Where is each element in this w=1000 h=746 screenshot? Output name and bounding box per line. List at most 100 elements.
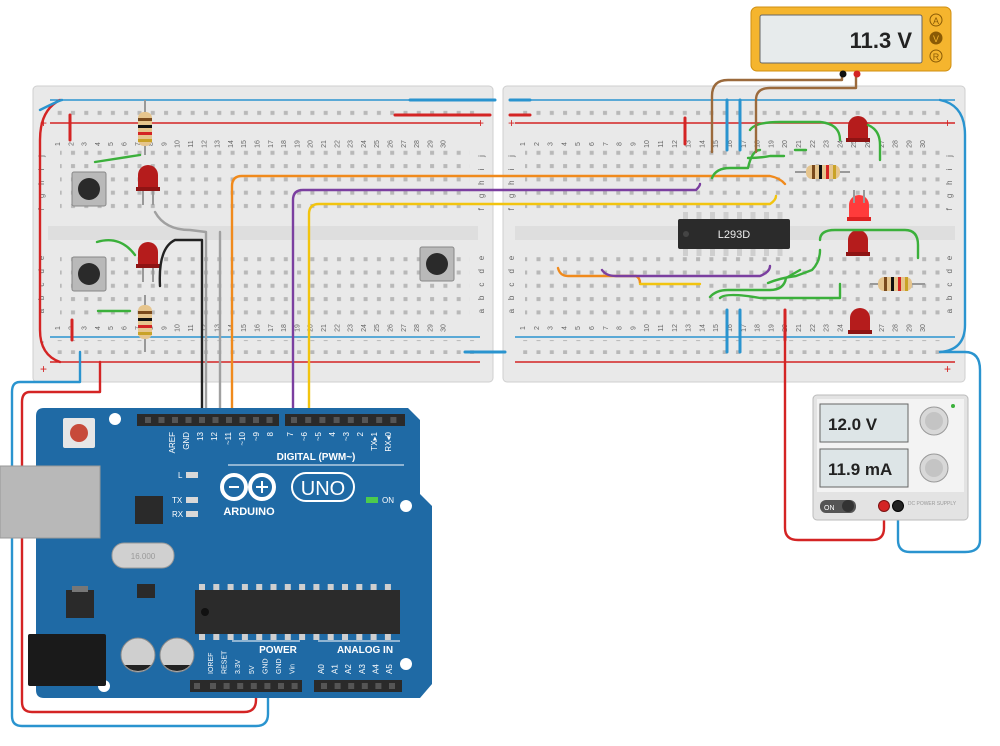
row-letter: h (945, 180, 954, 184)
led-red[interactable] (846, 116, 870, 142)
column-number: 27 (401, 140, 408, 148)
header-hole (362, 417, 368, 423)
header-hole (319, 417, 326, 423)
led-red[interactable] (136, 242, 160, 282)
chip-pin (270, 634, 277, 640)
chip-pin (370, 584, 377, 590)
column-number: 6 (122, 142, 129, 146)
header-hole (334, 683, 341, 689)
motor-driver-ic[interactable]: L293D (678, 212, 790, 256)
led-red-lit[interactable] (847, 190, 871, 221)
digital-pin-label: 4 (328, 431, 337, 436)
mode-r-button[interactable]: R (929, 49, 943, 63)
resistor[interactable] (795, 165, 850, 179)
header-hole (264, 683, 271, 689)
analog-pin-label: A0 (317, 664, 326, 674)
probe-terminal-red[interactable] (853, 70, 861, 78)
row-letter: d (507, 269, 516, 273)
row-letter: a (507, 308, 516, 313)
analog-pin-label: A3 (358, 664, 367, 674)
column-number: 30 (441, 140, 448, 148)
pushbutton[interactable] (71, 171, 107, 207)
column-number: 15 (713, 324, 720, 332)
resistor[interactable] (138, 100, 152, 155)
header-hole (253, 417, 259, 423)
column-number: 28 (893, 324, 900, 332)
chip-pin (227, 634, 234, 640)
arduino-uno[interactable]: 16.000 L TX RX ON ARDUINO UNO (0, 408, 432, 698)
analog-header[interactable] (314, 680, 402, 692)
power-header[interactable] (190, 680, 302, 692)
column-number: 15 (241, 324, 248, 332)
crystal (111, 542, 175, 569)
digital-pin-label: 7 (286, 431, 295, 436)
led-red[interactable] (136, 165, 160, 205)
power-pin-label: 5V (249, 665, 256, 674)
column-number: 21 (796, 140, 803, 148)
wires[interactable] (10, 70, 982, 728)
mode-a-button[interactable]: A (929, 13, 943, 27)
column-number: 8 (148, 142, 155, 146)
probe-terminal-black[interactable] (839, 70, 847, 78)
analog-pin-label: A1 (331, 664, 340, 674)
led-red[interactable] (848, 308, 872, 334)
power-pin-label: Vin (290, 664, 297, 674)
digital-header-b[interactable] (285, 414, 405, 426)
column-number: 28 (414, 324, 421, 332)
chip-pin (227, 584, 234, 590)
mode-v-button[interactable]: V (929, 31, 943, 45)
header-hole (199, 417, 205, 423)
resistor[interactable] (870, 277, 925, 291)
column-number: 3 (82, 142, 89, 146)
header-hole (226, 417, 232, 423)
column-number: 15 (713, 140, 720, 148)
column-number: 6 (122, 326, 129, 330)
row-letter: g (37, 194, 46, 198)
pushbutton[interactable] (71, 256, 107, 292)
column-number: 11 (658, 324, 665, 331)
rail-plus-label: + (40, 116, 47, 130)
power-supply[interactable]: 12.0 V 11.9 mA ON DC POWER SUPPLY (812, 394, 969, 521)
header-hole (376, 417, 383, 423)
column-number: 4 (95, 326, 102, 330)
led-red[interactable] (846, 230, 870, 256)
digital-pin-label: AREF (168, 432, 177, 453)
column-number: 29 (906, 140, 913, 148)
row-letter: a (945, 308, 954, 313)
column-number: 9 (630, 142, 637, 146)
voltage-knob[interactable] (919, 406, 949, 436)
header-hole (321, 683, 327, 689)
chip-pin (199, 634, 205, 640)
capacitor (159, 637, 195, 673)
column-number: 14 (699, 324, 706, 332)
reset-button[interactable] (63, 418, 95, 448)
current-knob[interactable] (919, 453, 949, 483)
supply-terminal-positive[interactable] (878, 500, 890, 512)
power-pin-label: 3.3V (235, 659, 242, 674)
column-number: 30 (920, 140, 927, 148)
column-number: 22 (810, 140, 817, 148)
column-number: 18 (281, 324, 288, 332)
supply-terminal-negative[interactable] (892, 500, 904, 512)
power-switch[interactable]: ON (820, 500, 856, 513)
ic-pin (710, 249, 715, 256)
multimeter-display: 11.3 V (850, 28, 913, 53)
rail-plus-label: + (944, 362, 951, 376)
column-number: 1 (55, 326, 62, 330)
row-letter: c (945, 283, 954, 287)
multimeter[interactable]: 11.3 V A V R (750, 6, 952, 78)
ic-pin (750, 212, 756, 219)
column-number: 29 (427, 140, 434, 148)
resistor[interactable] (138, 295, 152, 352)
ic-pin (750, 249, 756, 256)
column-number: 19 (768, 140, 775, 148)
pushbutton[interactable] (419, 246, 455, 282)
column-number: 30 (441, 324, 448, 332)
chip-pin (199, 584, 205, 590)
header-hole (223, 683, 230, 689)
column-number: 16 (727, 140, 734, 148)
chip-pin (284, 584, 291, 590)
digital-pin-label: ~10 (238, 431, 247, 445)
